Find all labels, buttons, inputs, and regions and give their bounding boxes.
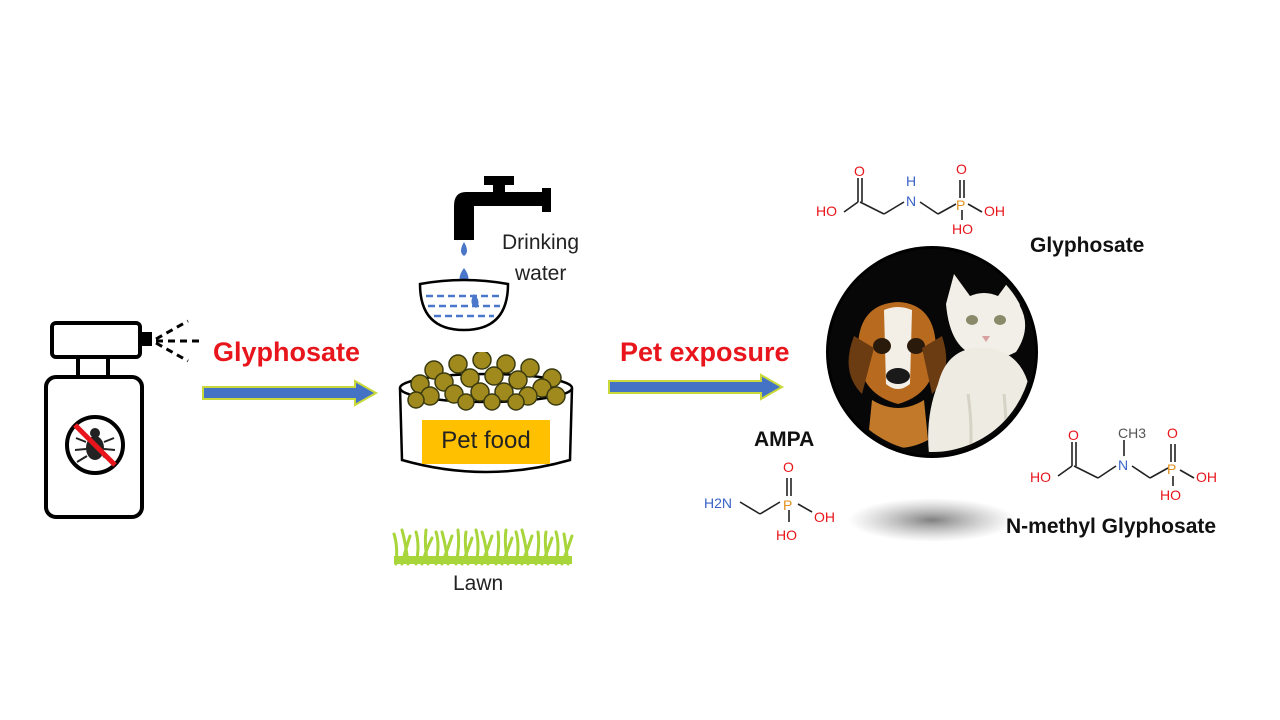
atom-ho: HO — [1030, 469, 1051, 485]
atom-n: N — [906, 193, 916, 209]
arrow-to-pet-food — [202, 379, 379, 407]
atom-h2n: H2N — [704, 495, 732, 511]
n-methyl-glyphosate-label: N-methyl Glyphosate — [1006, 515, 1217, 538]
atom-n: N — [1118, 457, 1128, 473]
no-bug-icon — [65, 415, 125, 475]
pets-photo — [826, 246, 1038, 542]
atom-o: O — [783, 459, 794, 475]
atom-o: O — [956, 161, 967, 177]
atom-ch3: CH3 — [1118, 425, 1146, 441]
ampa-structure: H2N O P OH HO — [704, 459, 835, 543]
glyphosate-arrow-label: Glyphosate — [213, 337, 361, 367]
atom-o: O — [854, 163, 865, 179]
ampa-label: AMPA — [754, 428, 815, 451]
atom-p: P — [956, 197, 965, 213]
drinking-water-label-2: water — [515, 262, 567, 285]
food-bowl-icon — [398, 352, 574, 474]
drinking-water-label-1: Drinking — [502, 231, 580, 254]
atom-p: P — [783, 497, 792, 513]
grass-icon — [392, 528, 574, 566]
glyphosate-structure-label: Glyphosate — [1030, 234, 1145, 257]
pet-exposure-label: Pet exposure — [620, 337, 790, 367]
atom-ho: HO — [816, 203, 837, 219]
atom-oh: OH — [814, 509, 835, 525]
glyphosate-structure: HO O H N O P OH HO — [816, 161, 1005, 237]
atom-o: O — [1167, 425, 1178, 441]
atom-oh: OH — [984, 203, 1005, 219]
atom-o: O — [1068, 427, 1079, 443]
atom-h: H — [906, 173, 916, 189]
pet-food-label: Pet food — [441, 427, 531, 454]
atom-p: P — [1167, 461, 1176, 477]
n-methyl-glyphosate-structure: HO O N CH3 O P OH HO — [1030, 425, 1217, 503]
atom-ho: HO — [776, 527, 797, 543]
faucet-icon — [454, 176, 551, 240]
lawn-label: Lawn — [453, 572, 504, 595]
atom-oh: OH — [1196, 469, 1217, 485]
arrow-to-pets — [608, 373, 785, 401]
water-bowl-icon — [418, 278, 510, 332]
atom-ho: HO — [952, 221, 973, 237]
atom-ho: HO — [1160, 487, 1181, 503]
